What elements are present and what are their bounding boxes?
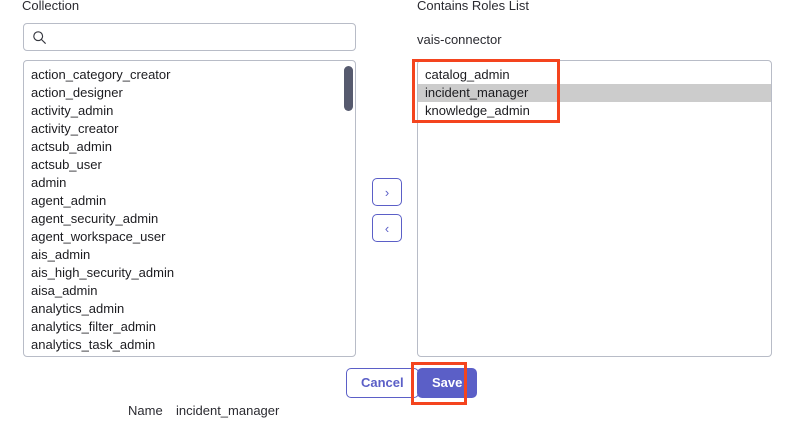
collection-search-box[interactable] <box>23 23 356 51</box>
list-item[interactable]: catalog_admin <box>425 67 510 82</box>
list-item[interactable]: actsub_admin <box>31 139 112 154</box>
save-button[interactable]: Save <box>417 368 478 398</box>
list-item[interactable]: admin <box>31 175 67 190</box>
contains-roles-heading: Contains Roles List <box>417 0 529 13</box>
list-item[interactable]: agent_security_admin <box>31 211 159 226</box>
search-input[interactable] <box>54 27 347 47</box>
collection-heading: Collection <box>22 0 80 13</box>
list-item[interactable]: analytics_admin <box>31 301 125 316</box>
list-item[interactable]: agent_admin <box>31 193 107 208</box>
list-item[interactable]: knowledge_admin <box>425 103 530 118</box>
cancel-button[interactable]: Cancel <box>346 368 419 398</box>
list-item[interactable]: actsub_user <box>31 157 102 172</box>
name-label: Name <box>128 403 163 418</box>
list-item[interactable]: aisa_admin <box>31 283 98 298</box>
list-item[interactable]: ais_admin <box>31 247 91 262</box>
collection-scrollbar-thumb[interactable] <box>344 66 353 111</box>
move-left-button[interactable]: ‹ <box>372 214 402 242</box>
move-right-button[interactable]: › <box>372 178 402 206</box>
collection-scrollbar[interactable] <box>344 64 353 353</box>
list-item[interactable]: activity_creator <box>31 121 119 136</box>
list-item-selected[interactable]: incident_manager <box>418 84 771 102</box>
list-item[interactable]: analytics_viewer <box>24 354 355 356</box>
name-value: incident_manager <box>176 403 280 418</box>
list-item[interactable]: ais_high_security_admin <box>31 265 175 280</box>
list-item[interactable]: analytics_filter_admin <box>31 319 157 334</box>
connector-name: vais-connector <box>417 32 502 47</box>
search-icon <box>32 30 47 45</box>
list-item[interactable]: agent_workspace_user <box>31 229 166 244</box>
list-item[interactable]: activity_admin <box>31 103 114 118</box>
list-item[interactable]: analytics_task_admin <box>31 337 156 352</box>
list-item[interactable]: action_designer <box>31 85 123 100</box>
list-item[interactable]: action_category_creator <box>31 67 171 82</box>
